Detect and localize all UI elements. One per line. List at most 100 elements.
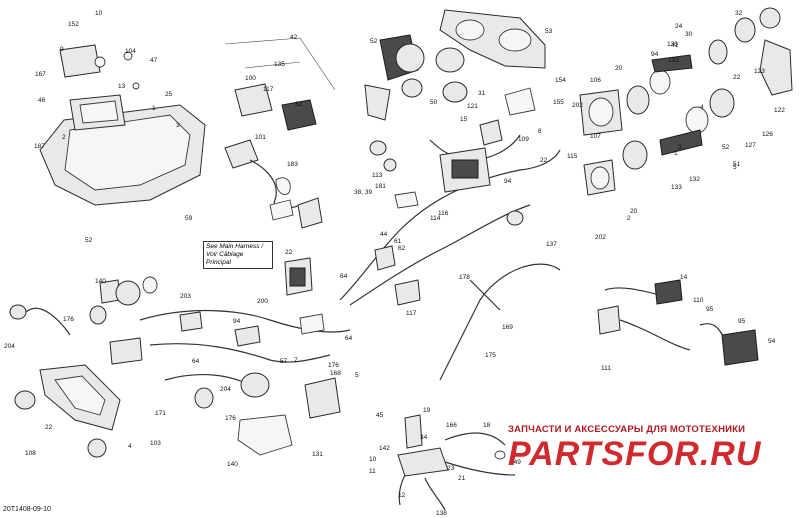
accessory-harness <box>139 257 351 456</box>
callout-number: 44 <box>380 231 388 238</box>
callout-number: 114 <box>430 215 441 222</box>
callout-number: 108 <box>25 450 36 457</box>
throttle-assembly <box>397 414 516 511</box>
callout-number: 95 <box>738 318 746 325</box>
callout-number: 46 <box>38 97 46 104</box>
main-harness-note: See Main Harness / Voir Câblage Principa… <box>203 241 273 269</box>
callout-number: 178 <box>459 274 470 281</box>
diagram-reference-code: 20T1408-09-10 <box>3 506 51 513</box>
callout-number: 138 <box>436 510 447 517</box>
gauge-cluster-parts <box>579 7 793 196</box>
callout-number: 111 <box>601 365 611 372</box>
callout-number: 137 <box>546 241 557 248</box>
callout-number: 20 <box>615 65 623 72</box>
callout-number: 94 <box>651 51 659 58</box>
callout-number: 110 <box>693 297 704 304</box>
callout-number: 152 <box>68 21 79 28</box>
callout-number: 169 <box>502 324 513 331</box>
callout-number: 167 <box>35 71 46 78</box>
callout-number: 4 <box>128 443 132 450</box>
callout-number: 117 <box>263 86 274 93</box>
callout-number: 50 <box>430 99 438 106</box>
callout-number: 30 <box>685 31 693 38</box>
callout-number: 175 <box>485 352 496 359</box>
callout-number: 142 <box>379 445 390 452</box>
callout-number: 22 <box>540 157 548 164</box>
headlight-housing <box>364 9 546 121</box>
main-harness <box>339 87 561 306</box>
callout-number: 123 <box>754 68 765 75</box>
callout-number: 52 <box>85 237 93 244</box>
callout-number: 107 <box>590 133 601 140</box>
callout-number: 121 <box>467 103 478 110</box>
callout-number: 100 <box>245 75 256 82</box>
callout-number: 200 <box>257 298 268 305</box>
callout-number: 11 <box>369 468 376 475</box>
callout-number: 176 <box>63 316 74 323</box>
callout-number: 176 <box>225 415 236 422</box>
callout-number: 45 <box>376 412 384 419</box>
callout-number: 31 <box>478 90 486 97</box>
callout-number: 52 <box>370 38 378 45</box>
callout-number: 202 <box>595 234 606 241</box>
callout-number: 176 <box>328 362 339 369</box>
callout-number: 19 <box>423 407 431 414</box>
callout-number: 15 <box>460 116 468 123</box>
callout-number: 187 <box>34 143 45 150</box>
callout-number: 13 <box>118 83 126 90</box>
right-side-module <box>439 263 759 381</box>
callout-number: 12 <box>398 492 406 499</box>
ecm-module-group <box>224 37 336 229</box>
callout-number: 8 <box>538 128 542 135</box>
callout-number: 64 <box>192 358 200 365</box>
callout-number: 24 <box>675 23 683 30</box>
callout-number: 135 <box>274 61 285 68</box>
callout-number: 104 <box>125 48 136 55</box>
callout-number: 9 <box>60 46 64 53</box>
callout-number: 62 <box>398 245 406 252</box>
callout-number: 22 <box>45 424 53 431</box>
callout-number: 140 <box>95 278 106 285</box>
callout-number: 130 <box>667 41 678 48</box>
callout-number: 64 <box>340 273 348 280</box>
callout-number: 116 <box>438 210 449 217</box>
callout-number: 5 <box>355 372 359 379</box>
callout-number: 32 <box>295 101 303 108</box>
callout-number: 18 <box>483 422 491 429</box>
callout-number: 52 <box>722 144 730 151</box>
callout-number: 113 <box>372 172 383 179</box>
callout-number: 3 <box>176 122 180 129</box>
callout-number: 20 <box>630 208 638 215</box>
battery-tray-assembly <box>39 44 206 206</box>
callout-number: 34 <box>420 434 428 441</box>
tail-light-group <box>9 276 158 458</box>
callout-number: 149 <box>510 459 521 466</box>
callout-number: 38, 39 <box>354 189 372 196</box>
note-line-2: Voir Câblage Principal <box>206 251 244 266</box>
callout-number: 22 <box>285 249 293 256</box>
callout-number: 133 <box>671 184 682 191</box>
callout-number: 117 <box>406 310 417 317</box>
callout-number: 133 <box>668 57 679 64</box>
callout-number: 181 <box>375 183 386 190</box>
callout-number: 4 <box>700 104 704 111</box>
callout-number: 42 <box>290 34 298 41</box>
callout-number: 22 <box>733 74 741 81</box>
callout-number: 155 <box>553 99 564 106</box>
callout-number: 106 <box>590 77 601 84</box>
callout-number: 126 <box>762 131 773 138</box>
callout-number: 10 <box>369 456 377 463</box>
watermark-tagline: ЗАПЧАСТИ И АКСЕССУАРЫ ДЛЯ МОТОТЕХНИКИ <box>508 424 746 435</box>
callout-number: 59 <box>185 215 193 222</box>
callout-number: 1 <box>674 150 678 157</box>
callout-number: 168 <box>330 370 341 377</box>
callout-number: 127 <box>745 142 756 149</box>
callout-number: 23 <box>447 465 455 472</box>
callout-number: 94 <box>233 318 241 325</box>
callout-number: 51 <box>733 161 741 168</box>
callout-number: 204 <box>220 386 231 393</box>
callout-number: 115 <box>567 153 578 160</box>
callout-number: 54 <box>768 338 776 345</box>
callout-number: 109 <box>518 136 529 143</box>
